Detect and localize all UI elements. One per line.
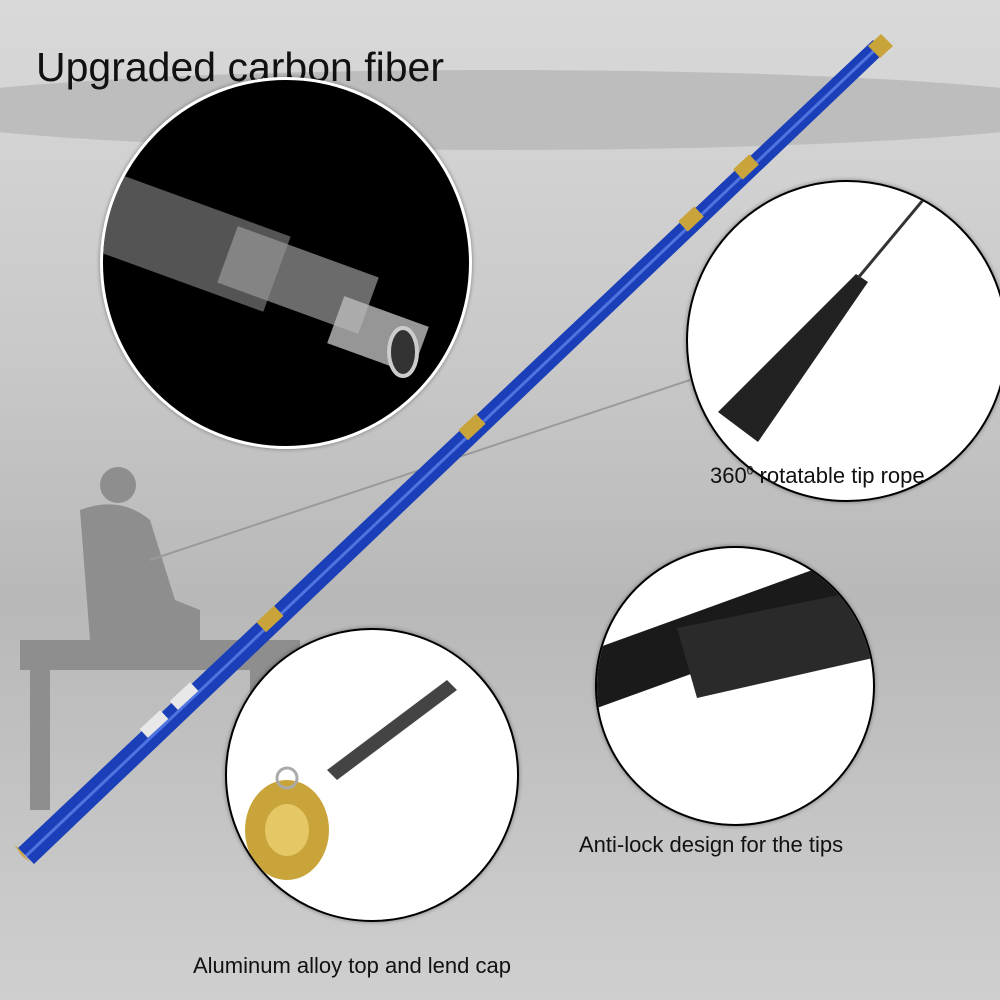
tip-rope-caption: 3600 rotatable tip rope (710, 463, 925, 488)
rod-tip-image (718, 182, 940, 442)
end-cap-detail-circle (225, 628, 519, 922)
fishing-rod (14, 34, 893, 864)
rod-joint-image (597, 548, 873, 708)
anti-lock-caption: Anti-lock design for the tips (579, 832, 844, 857)
end-cap-image (245, 680, 457, 880)
carbon-tube-detail-circle (100, 77, 472, 449)
end-cap-caption: Aluminum alloy top and lend cap (193, 953, 511, 978)
tip-rope-detail-circle (686, 180, 1000, 502)
anti-lock-detail-circle (595, 546, 875, 826)
carbon-tube-image (103, 168, 429, 378)
